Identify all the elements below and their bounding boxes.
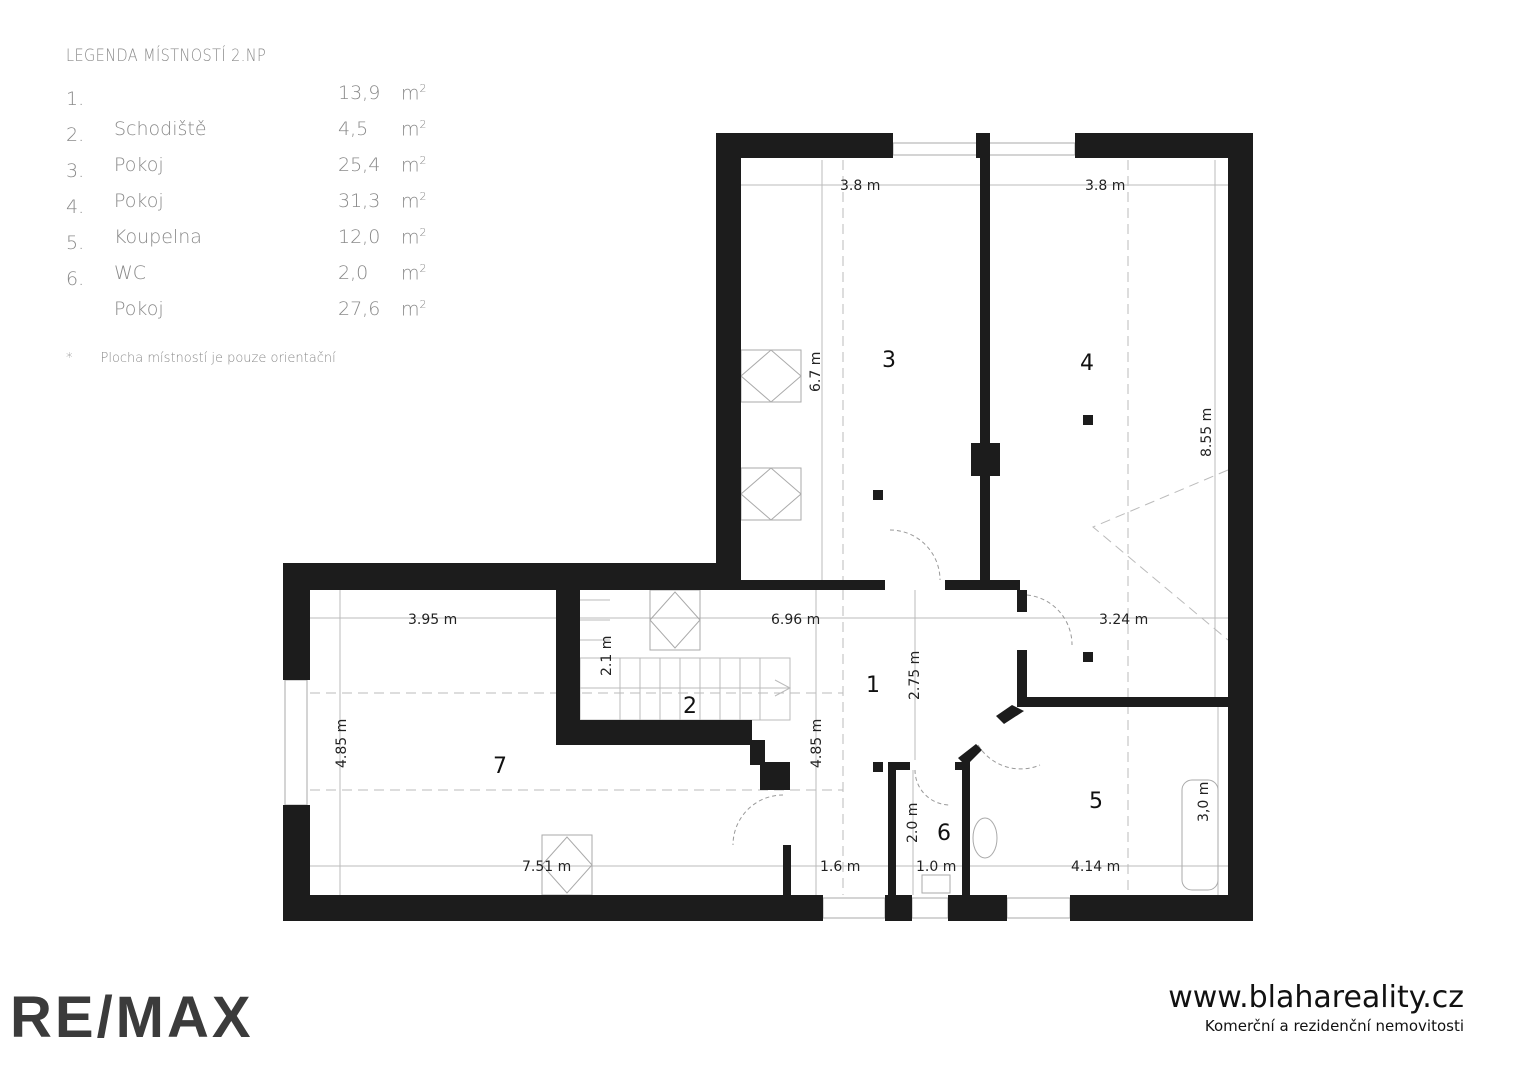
dim-label: 3,0 m bbox=[1196, 782, 1212, 822]
legend-row: 3. Pokoj 25,4 m2 bbox=[66, 154, 446, 190]
room-number: 2 bbox=[683, 694, 697, 719]
website-link[interactable]: www.blahareality.cz bbox=[1168, 980, 1464, 1015]
legend-area: 25,4 bbox=[338, 154, 381, 176]
toilet-icon bbox=[921, 874, 951, 894]
legend-area: 2,0 bbox=[338, 262, 369, 284]
legend-row: 2. Schodiště 4,5 m2 bbox=[66, 118, 446, 154]
guide-lines bbox=[310, 160, 1228, 895]
legend-name: Schodiště bbox=[114, 118, 207, 140]
bathtub-icon bbox=[1181, 779, 1219, 891]
legend-note: *Plocha místností je pouze orientační bbox=[66, 351, 336, 366]
legend-unit: m2 bbox=[401, 82, 427, 105]
legend-num: 6. bbox=[66, 268, 85, 290]
legend-title: LEGENDA MÍSTNOSTÍ 2.NP bbox=[66, 46, 267, 66]
legend-area: 4,5 bbox=[338, 118, 369, 140]
legend-area: 12,0 bbox=[338, 226, 381, 248]
legend-row: Pokoj 27,6 m2 bbox=[66, 298, 446, 334]
legend-name: Pokoj bbox=[114, 154, 164, 176]
room-numbers: 1 2 3 4 5 6 7 bbox=[493, 348, 1103, 846]
dim-label: 3.24 m bbox=[1099, 612, 1148, 628]
dimension-labels: 3.8 m 3.8 m 6.7 m 8.55 m 3.95 m 6.96 m 3… bbox=[334, 178, 1215, 875]
tagline: Komerční a rezidenční nemovitosti bbox=[1204, 1017, 1464, 1035]
dim-label: 3.95 m bbox=[408, 612, 457, 628]
legend-unit: m2 bbox=[401, 298, 427, 321]
legend-unit: m2 bbox=[401, 262, 427, 285]
dim-label: 8.55 m bbox=[1199, 408, 1215, 457]
footer: www.blahareality.cz Komerční a rezidenčn… bbox=[1168, 980, 1464, 1035]
skylights bbox=[541, 349, 802, 896]
dim-label: 4.85 m bbox=[334, 719, 350, 768]
legend-num: 5. bbox=[66, 232, 85, 254]
dim-label: 2.1 m bbox=[599, 636, 615, 676]
dim-label: 4.14 m bbox=[1071, 859, 1120, 875]
dim-label: 3.8 m bbox=[1085, 178, 1125, 194]
room-number: 1 bbox=[866, 673, 880, 698]
remax-logo: RE/MAX bbox=[10, 985, 254, 1050]
room-number: 6 bbox=[937, 821, 951, 846]
room-legend: LEGENDA MÍSTNOSTÍ 2.NP 1. 13,9 m2 2. Schodi… bbox=[66, 46, 427, 366]
dim-label: 4.85 m bbox=[809, 719, 825, 768]
legend-row: 6. WC 2,0 m2 bbox=[66, 262, 446, 298]
legend-name: Koupelna bbox=[114, 226, 202, 248]
legend-num: 3. bbox=[66, 160, 85, 182]
legend-num: 1. bbox=[66, 88, 85, 110]
sink-icon bbox=[972, 817, 998, 859]
legend-num: 4. bbox=[66, 196, 85, 218]
dim-label: 1.6 m bbox=[820, 859, 860, 875]
legend-name: Pokoj bbox=[114, 190, 164, 212]
dim-label: 1.0 m bbox=[916, 859, 956, 875]
fixtures bbox=[284, 142, 1219, 919]
legend-unit: m2 bbox=[401, 190, 427, 213]
legend-name: Pokoj bbox=[114, 298, 164, 320]
legend-unit: m2 bbox=[401, 154, 427, 177]
walls bbox=[283, 133, 1253, 921]
legend-row: 5. Koupelna 12,0 m2 bbox=[66, 226, 446, 262]
legend-unit: m2 bbox=[401, 118, 427, 141]
legend-row: 4. Pokoj 31,3 m2 bbox=[66, 190, 446, 226]
dim-label: 2.75 m bbox=[907, 651, 923, 700]
dim-label: 2.0 m bbox=[905, 803, 921, 843]
room-number: 5 bbox=[1089, 789, 1103, 814]
room-number: 3 bbox=[882, 348, 896, 373]
legend-name: WC bbox=[114, 262, 147, 284]
dim-label: 6.7 m bbox=[808, 352, 824, 392]
room-number: 7 bbox=[493, 754, 507, 779]
dim-label: 7.51 m bbox=[522, 859, 571, 875]
legend-unit: m2 bbox=[401, 226, 427, 249]
dim-label: 3.8 m bbox=[840, 178, 880, 194]
room-number: 4 bbox=[1080, 351, 1094, 376]
door-swings bbox=[732, 529, 1073, 846]
dim-label: 6.96 m bbox=[771, 612, 820, 628]
legend-area: 27,6 bbox=[338, 298, 381, 320]
roof-lines bbox=[310, 160, 1229, 895]
legend-row: 1. 13,9 m2 bbox=[66, 82, 446, 118]
legend-area: 31,3 bbox=[338, 190, 381, 212]
legend-area: 13,9 bbox=[338, 82, 381, 104]
legend-num: 2. bbox=[66, 124, 85, 146]
